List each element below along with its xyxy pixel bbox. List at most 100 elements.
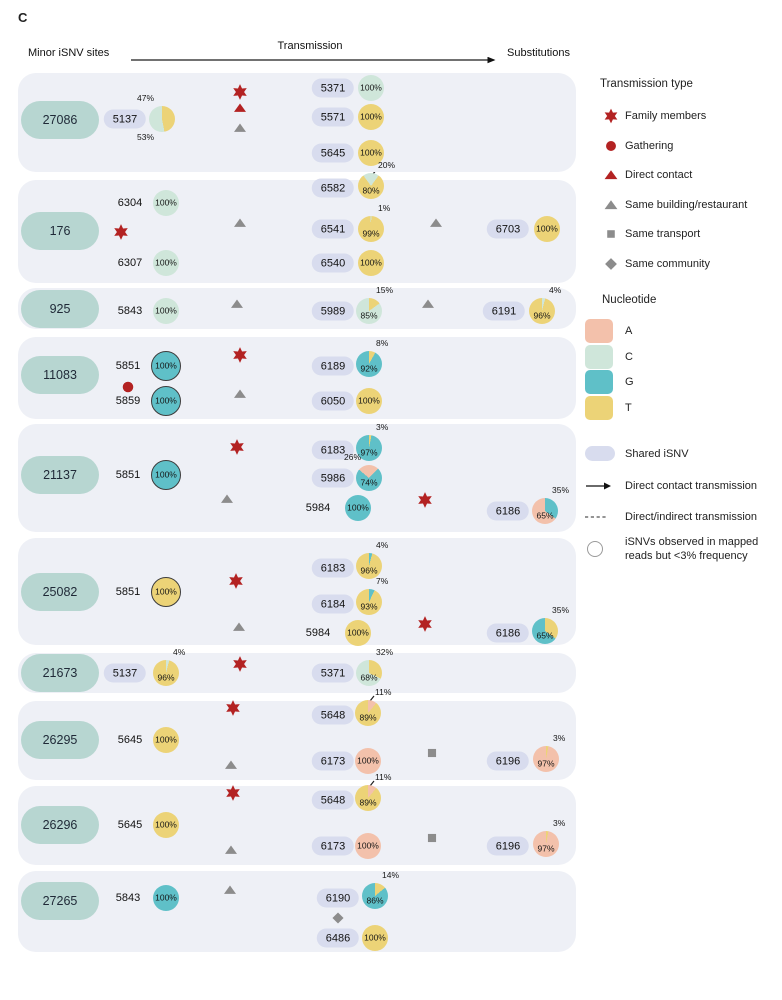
pie-chart xyxy=(358,216,384,242)
pie-percentage-label: 97% xyxy=(360,447,378,458)
same-building-triangle-icon xyxy=(224,758,239,773)
pie-percentage-label: 100% xyxy=(155,395,177,406)
row-box-26296 xyxy=(18,786,576,865)
pie-percentage-label: 100% xyxy=(155,360,177,371)
pie-percentage-label: 97% xyxy=(537,843,555,854)
pie-chart xyxy=(356,553,382,579)
site-pill-21137: 21137 xyxy=(21,456,99,494)
same-building-triangle-icon xyxy=(232,620,247,635)
pie-chart xyxy=(358,173,384,199)
same-building-triangle-icon xyxy=(233,216,248,231)
pie-percentage-label: 8% xyxy=(376,338,389,348)
sample-label-5371: 5371 xyxy=(311,663,355,683)
pie-percentage-label: 100% xyxy=(155,197,177,208)
site-pill-25082: 25082 xyxy=(21,573,99,611)
family-members-star-icon xyxy=(232,656,249,673)
sample-label-5843: 5843 xyxy=(115,892,141,904)
legend-family-members-icon xyxy=(603,108,619,124)
pie-chart xyxy=(358,140,384,166)
pie-chart xyxy=(532,498,558,524)
sample-label-5986: 5986 xyxy=(311,468,355,488)
sample-label-6196: 6196 xyxy=(486,836,530,856)
site-pill-26295: 26295 xyxy=(21,721,99,759)
pie-percentage-label: 100% xyxy=(155,892,177,903)
site-pill-21673: 21673 xyxy=(21,654,99,692)
site-pill-925: 925 xyxy=(21,290,99,328)
sample-label-6540: 6540 xyxy=(311,253,355,273)
pie-percentage-label: 100% xyxy=(360,147,382,158)
pie-percentage-label: 100% xyxy=(155,305,177,316)
pie-percentage-label: 100% xyxy=(358,395,380,406)
legend-nucleotide-title: Nucleotide xyxy=(602,294,657,306)
pie-percentage-label: 92% xyxy=(360,363,378,374)
legend-nucleotide-item-label: A xyxy=(625,325,633,337)
legend-nucleotide-item-label: T xyxy=(625,401,632,414)
pie-percentage-label: 100% xyxy=(155,819,177,830)
pie-percentage-label: 89% xyxy=(359,712,377,723)
site-pill-27086: 27086 xyxy=(21,101,99,139)
pie-percentage-label: 100% xyxy=(155,469,177,480)
family-members-star-icon xyxy=(417,616,434,633)
pie-percentage-label: 99% xyxy=(362,228,380,239)
pie-chart xyxy=(356,465,382,491)
sample-label-5645: 5645 xyxy=(117,734,143,746)
legend-same-transport-icon xyxy=(604,227,618,241)
sample-label-5989: 5989 xyxy=(311,301,355,321)
sample-label-6173: 6173 xyxy=(311,751,355,771)
pie-chart xyxy=(356,660,382,686)
pie-percentage-label: 7% xyxy=(376,576,389,586)
same-building-triangle-icon xyxy=(233,121,248,136)
pie-percentage-label: 65% xyxy=(536,510,554,521)
legend-transmission-item-label: Gathering xyxy=(625,139,674,152)
site-pill-176: 176 xyxy=(21,212,99,250)
legend-direct-contact-icon xyxy=(603,167,619,183)
row-box-176 xyxy=(18,180,576,283)
sample-label-6541: 6541 xyxy=(311,219,355,239)
same-community-diamond-icon xyxy=(331,911,346,926)
pie-chart xyxy=(356,388,382,414)
sample-label-5851: 5851 xyxy=(115,469,141,481)
legend-dashed-line-icon xyxy=(585,515,607,519)
legend-lowfreq-label-line2: reads but <3% frequency xyxy=(625,550,748,562)
pie-percentage-label: 4% xyxy=(376,540,389,550)
pie-chart xyxy=(345,495,371,521)
pie-chart xyxy=(153,190,179,216)
sample-label-5843: 5843 xyxy=(117,305,143,317)
pie-percentage-label: 100% xyxy=(364,932,386,943)
pie-percentage-label: 100% xyxy=(347,502,369,513)
gathering-circle-icon xyxy=(120,379,137,396)
pie-percentage-label: 96% xyxy=(360,565,378,576)
sample-label-5984: 5984 xyxy=(305,502,331,514)
pie-percentage-label: 1% xyxy=(378,203,391,213)
pie-percentage-label: 93% xyxy=(360,601,378,612)
sample-label-6186: 6186 xyxy=(486,623,530,643)
pie-percentage-label: 11% xyxy=(375,772,392,782)
pie-percentage-label: 11% xyxy=(375,687,392,697)
legend-same-community-icon xyxy=(603,256,619,272)
pie-percentage-label: 85% xyxy=(360,310,378,321)
pie-chart xyxy=(358,104,384,130)
pie-percentage-label: 35% xyxy=(552,485,570,495)
legend-lowfreq-circle-icon xyxy=(587,541,603,557)
pie-chart xyxy=(149,106,175,132)
sample-label-5851: 5851 xyxy=(115,586,141,598)
legend-shared-isnv-pill xyxy=(585,446,615,461)
pie-percentage-label: 3% xyxy=(376,422,389,432)
pie-percentage-label: 80% xyxy=(362,185,380,196)
pie-chart xyxy=(153,250,179,276)
pie-chart xyxy=(151,460,181,490)
pie-chart xyxy=(345,620,371,646)
pie-percentage-label: 35% xyxy=(552,605,570,615)
pie-percentage-label: 100% xyxy=(357,840,379,851)
sample-label-6184: 6184 xyxy=(311,594,355,614)
pie-chart xyxy=(153,812,179,838)
sample-label-5137: 5137 xyxy=(103,109,147,129)
sample-label-6304: 6304 xyxy=(117,197,143,209)
pie-percentage-label: 74% xyxy=(360,477,378,488)
pie-percentage-label: 15% xyxy=(376,285,394,295)
pie-chart xyxy=(355,833,381,859)
pie-percentage-label: 100% xyxy=(360,111,382,122)
pie-percentage-label: 53% xyxy=(136,132,154,142)
